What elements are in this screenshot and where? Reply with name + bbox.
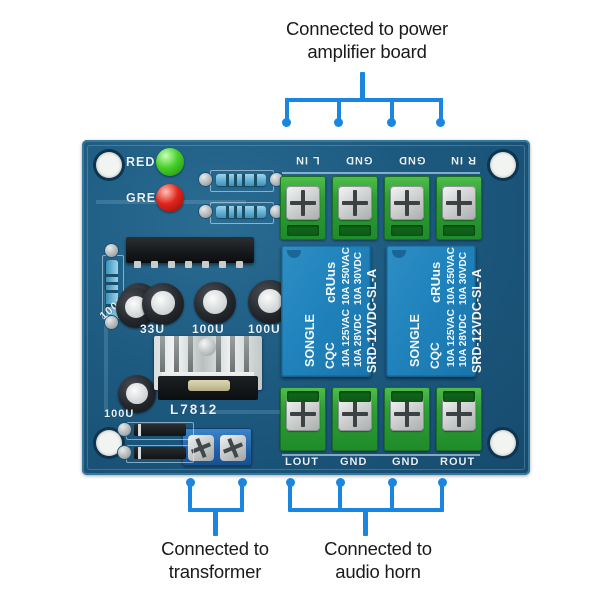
callout-top-text: Connected to power amplifier board xyxy=(286,18,448,62)
diode xyxy=(134,424,186,436)
relay-brand: SONGLE xyxy=(408,314,422,367)
relay-left: SONGLE 10A 125VAC 10A 28VDC 10A 250VAC 1… xyxy=(281,245,379,377)
input-terminal-lin[interactable] xyxy=(280,176,326,240)
terminal-label-rin: R IN xyxy=(450,154,476,166)
cap-label: 100U xyxy=(192,322,225,336)
relay-cqc-mark: CQC xyxy=(428,342,442,369)
callout-bottom-left-text: Connected to transformer xyxy=(161,538,269,582)
relay-rating-125vac: 10A 125VAC xyxy=(341,309,352,367)
mounting-hole xyxy=(96,152,122,178)
terminal-label-gnd3: GND xyxy=(340,456,368,468)
output-terminal-rout[interactable] xyxy=(436,387,482,451)
relay-rating-250vac: 10A 250VAC xyxy=(341,247,352,305)
ic-chip xyxy=(126,237,254,268)
pcb-board: RED GRE 100U xyxy=(82,140,530,475)
mounting-hole xyxy=(490,152,516,178)
relay-rating-30vdc: 10A 30VDC xyxy=(458,252,469,305)
bracket-dot xyxy=(387,118,396,127)
relay-right: SONGLE 10A 125VAC 10A 28VDC 10A 250VAC 1… xyxy=(386,245,484,377)
relay-rating-250vac: 10A 250VAC xyxy=(446,247,457,305)
input-terminal-gnd1[interactable] xyxy=(332,176,378,240)
capacitor xyxy=(118,375,156,413)
terminal-label-gnd1: GND xyxy=(345,154,373,166)
relay-brand: SONGLE xyxy=(303,314,317,367)
relay-model: SRD-12VDC-SL-A xyxy=(470,268,484,373)
cap-label: 100U xyxy=(248,322,281,336)
input-terminal-rin[interactable] xyxy=(436,176,482,240)
led-green xyxy=(156,148,184,176)
mounting-hole xyxy=(490,430,516,456)
mounting-hole xyxy=(96,430,122,456)
relay-rating-28vdc: 10A 28VDC xyxy=(353,314,364,367)
capacitor xyxy=(194,282,236,324)
output-terminal-lout[interactable] xyxy=(280,387,326,451)
cap-label: 100U xyxy=(104,408,135,420)
voltage-regulator xyxy=(158,376,258,400)
output-terminal-gnd1[interactable] xyxy=(332,387,378,451)
capacitor xyxy=(142,283,184,325)
bracket-dot xyxy=(334,118,343,127)
diode xyxy=(134,447,186,459)
relay-ul-mark: cRUus xyxy=(428,261,443,303)
led-red xyxy=(156,184,184,212)
resistor xyxy=(216,174,266,186)
bracket-dot xyxy=(282,118,291,127)
terminal-label-gnd2: GND xyxy=(398,154,426,166)
terminal-label-lout: LOUT xyxy=(285,456,319,468)
bracket-dot xyxy=(436,118,445,127)
terminal-label-rout: ROUT xyxy=(440,456,476,468)
relay-ul-mark: cRUus xyxy=(323,261,338,303)
relay-rating-30vdc: 10A 30VDC xyxy=(353,252,364,305)
led-label-red: RED xyxy=(126,155,156,169)
cap-label: 33U xyxy=(140,322,166,336)
output-terminal-gnd2[interactable] xyxy=(384,387,430,451)
input-terminal-gnd2[interactable] xyxy=(384,176,430,240)
regulator-label: L7812 xyxy=(170,402,219,417)
relay-cqc-mark: CQC xyxy=(323,342,337,369)
callout-bottom-right-text: Connected to audio horn xyxy=(324,538,432,582)
terminal-label-gnd4: GND xyxy=(392,456,420,468)
relay-model: SRD-12VDC-SL-A xyxy=(365,268,379,373)
relay-rating-28vdc: 10A 28VDC xyxy=(458,314,469,367)
relay-rating-125vac: 10A 125VAC xyxy=(446,309,457,367)
led-label-green: GRE xyxy=(126,191,157,205)
resistor xyxy=(216,206,266,218)
terminal-label-lin: L IN xyxy=(295,154,320,166)
